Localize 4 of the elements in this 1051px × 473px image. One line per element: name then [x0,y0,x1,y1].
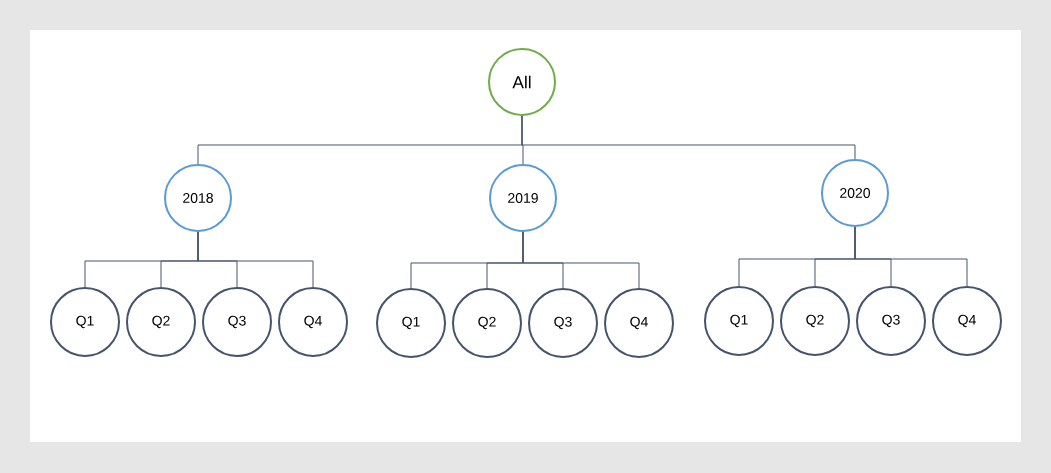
connector-line [521,115,856,160]
connector-line [854,226,968,287]
connector-line [522,231,640,289]
connector-line [197,231,314,288]
